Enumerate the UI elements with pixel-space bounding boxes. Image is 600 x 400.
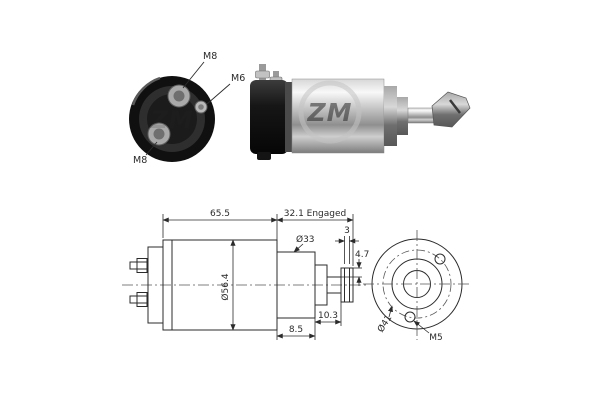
dim-10-3: 10.3 (318, 311, 338, 321)
dim-body-diameter: Ø56.4 (220, 273, 231, 300)
dim-body-length: 65.5 (210, 209, 230, 219)
label-m6: M6 (231, 73, 245, 84)
rear-end-view (363, 230, 471, 340)
leader-m8-bottom (145, 141, 158, 156)
dim-step: 4.7 (355, 250, 369, 260)
terminal-labels: M8 M6 M8 (133, 51, 245, 166)
side-view-body (147, 239, 354, 331)
dim-slot-width: 3 (344, 226, 350, 236)
zm-watermark-main: ZM (298, 80, 362, 144)
technical-drawing (122, 214, 471, 340)
dim-engaged: 32.1 Engaged (284, 209, 346, 219)
solenoid-front-view: ZM (129, 76, 215, 162)
bolt-circle (382, 249, 452, 319)
m5-hole-top (434, 253, 446, 265)
photo-drive-hook (431, 91, 471, 128)
dim-8-5: 8.5 (289, 325, 303, 335)
label-m8-top: M8 (203, 51, 217, 62)
m5-hole-bottom (404, 311, 416, 323)
zm-watermark-front: ZM (149, 106, 193, 134)
photo-plunger (407, 107, 435, 124)
leader-m6 (206, 83, 231, 105)
solenoid-photo (250, 64, 471, 160)
dim-nose-diameter: Ø33 (296, 234, 315, 245)
photo-end-cap (384, 86, 397, 146)
label-m8-bottom: M8 (133, 155, 147, 166)
watermark-text: ZM (306, 98, 352, 127)
dimension-lines (162, 214, 430, 340)
watermark-ring (298, 80, 362, 144)
dimension-texts: 65.5 32.1 Engaged Ø33 3 4.7 Ø56.4 8.5 10… (210, 209, 443, 343)
photo-cap (250, 80, 288, 154)
dim-bolt-circle: Ø41 (375, 313, 394, 335)
leader-m8-top (182, 61, 205, 89)
photo-cap-tab (257, 152, 271, 160)
cap-rim-highlight (131, 76, 161, 106)
dim-thread: M5 (429, 333, 443, 343)
side-view-terminals (129, 258, 149, 307)
